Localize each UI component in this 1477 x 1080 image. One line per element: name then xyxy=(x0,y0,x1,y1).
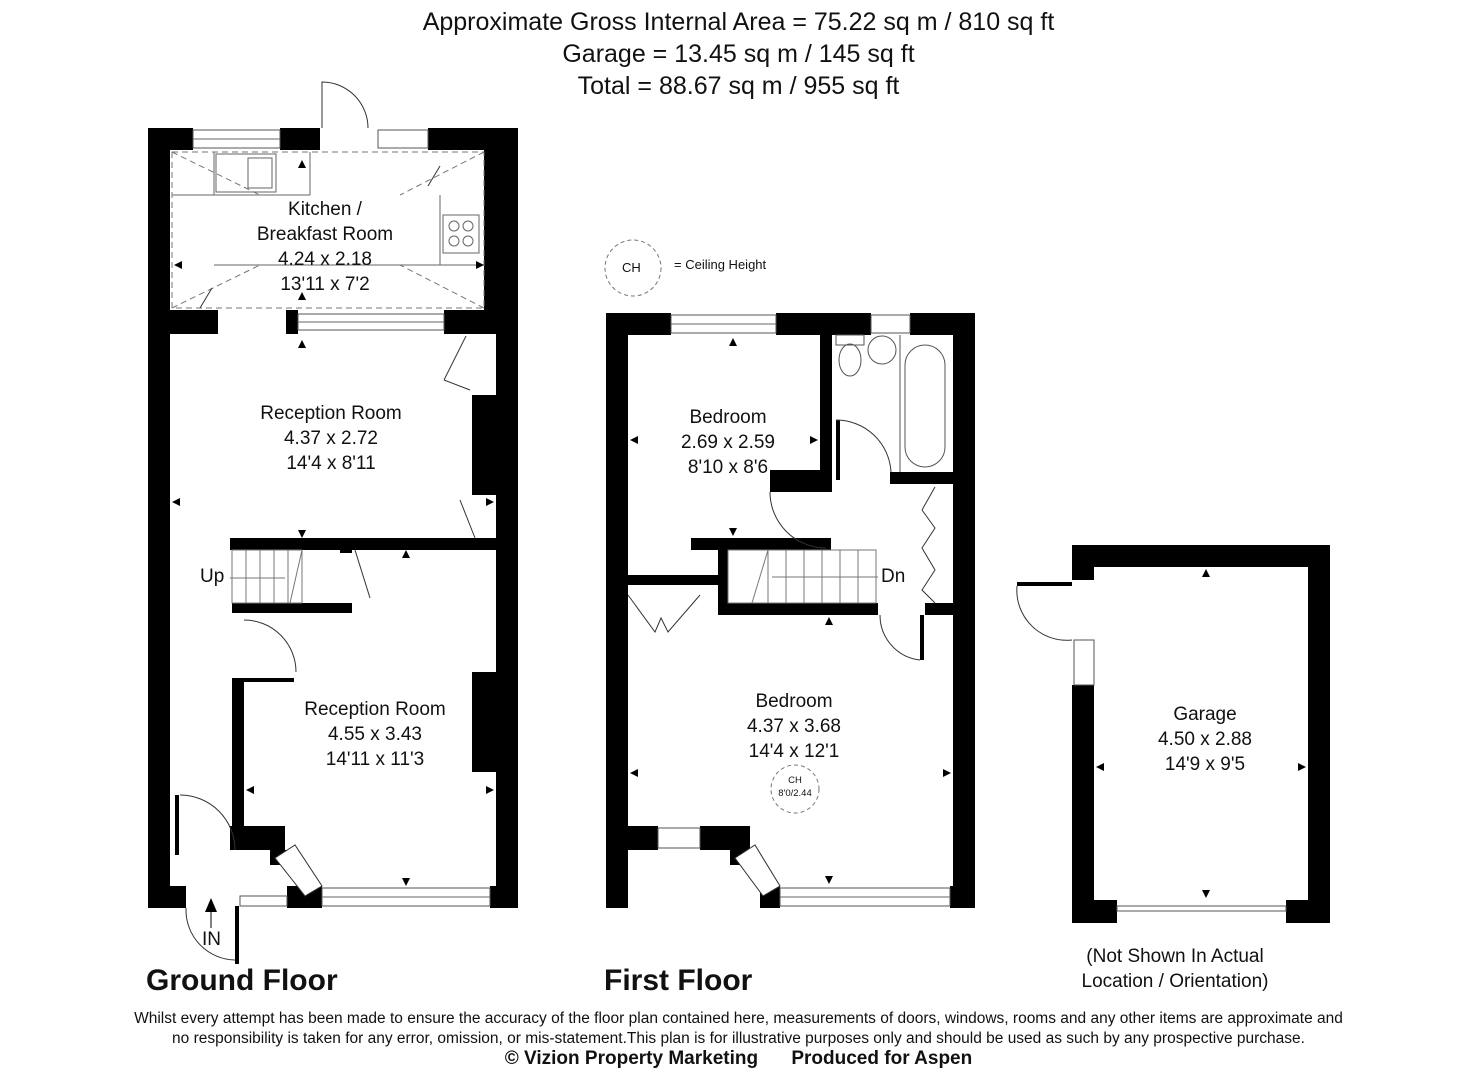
garage-area: Garage = 13.45 sq m / 145 sq ft xyxy=(562,40,915,68)
ceiling-height-marker: CH 8'0/2.44 xyxy=(778,774,812,800)
room-metric: 4.50 x 2.88 xyxy=(1157,729,1253,750)
garage-note-line1: (Not Shown In Actual xyxy=(1086,946,1264,967)
reception-room-1-label: Reception Room 4.37 x 2.72 14'4 x 8'11 xyxy=(260,401,402,476)
first-floor-title: First Floor xyxy=(604,964,753,997)
garage-label: Garage 4.50 x 2.88 14'9 x 9'5 xyxy=(1158,702,1252,777)
disclaimer-line-1: Whilst every attempt has been made to en… xyxy=(134,1010,1343,1027)
room-imperial: 14'11 x 11'3 xyxy=(325,749,425,770)
produced-for: Produced for Aspen xyxy=(791,1048,973,1069)
room-name-2: Breakfast Room xyxy=(256,224,394,245)
ceiling-height-legend: = Ceiling Height xyxy=(674,257,767,272)
room-name: Kitchen / xyxy=(288,199,362,220)
disclaimer-line-2: no responsibility is taken for any error… xyxy=(172,1030,1305,1047)
room-name: Reception Room xyxy=(304,699,446,720)
gross-internal-area: Approximate Gross Internal Area = 75.22 … xyxy=(422,8,1055,36)
ceiling-height-symbol: CH xyxy=(622,260,641,275)
ground-floor-title: Ground Floor xyxy=(146,964,338,997)
room-imperial: 14'9 x 9'5 xyxy=(1164,754,1246,775)
room-imperial: 14'4 x 8'11 xyxy=(286,453,376,474)
room-imperial: 13'11 x 7'2 xyxy=(280,274,370,295)
room-metric: 4.37 x 3.68 xyxy=(746,716,842,737)
room-metric: 4.55 x 3.43 xyxy=(327,724,423,745)
room-imperial: 8'10 x 8'6 xyxy=(687,457,769,478)
kitchen-label: Kitchen / Breakfast Room 4.24 x 2.18 13'… xyxy=(257,197,393,297)
ch-symbol: CH xyxy=(788,775,802,786)
stairs-down-label: Dn xyxy=(881,566,906,587)
room-name: Bedroom xyxy=(689,407,767,428)
room-metric: 2.69 x 2.59 xyxy=(680,432,776,453)
reception-room-2-label: Reception Room 4.55 x 3.43 14'11 x 11'3 xyxy=(304,697,446,772)
room-name: Reception Room xyxy=(260,403,402,424)
room-name: Bedroom xyxy=(755,691,833,712)
room-metric: 4.37 x 2.72 xyxy=(283,428,379,449)
ch-value: 8'0/2.44 xyxy=(778,788,812,799)
copyright: © Vizion Property Marketing xyxy=(504,1048,759,1069)
garage-note-line2: Location / Orientation) xyxy=(1081,971,1269,992)
bedroom-main-label: Bedroom 4.37 x 3.68 14'4 x 12'1 xyxy=(747,689,841,764)
credits: © Vizion Property Marketing Produced for… xyxy=(0,1048,1477,1070)
room-name: Garage xyxy=(1173,704,1237,725)
total-area: Total = 88.67 sq m / 955 sq ft xyxy=(577,72,900,100)
bedroom-small-label: Bedroom 2.69 x 2.59 8'10 x 8'6 xyxy=(681,405,775,480)
stairs-up-label: Up xyxy=(200,566,225,587)
entrance-label: IN xyxy=(202,929,221,950)
room-metric: 4.24 x 2.18 xyxy=(277,249,373,270)
room-imperial: 14'4 x 12'1 xyxy=(748,741,840,762)
garage-note: (Not Shown In Actual Location / Orientat… xyxy=(1082,944,1269,994)
